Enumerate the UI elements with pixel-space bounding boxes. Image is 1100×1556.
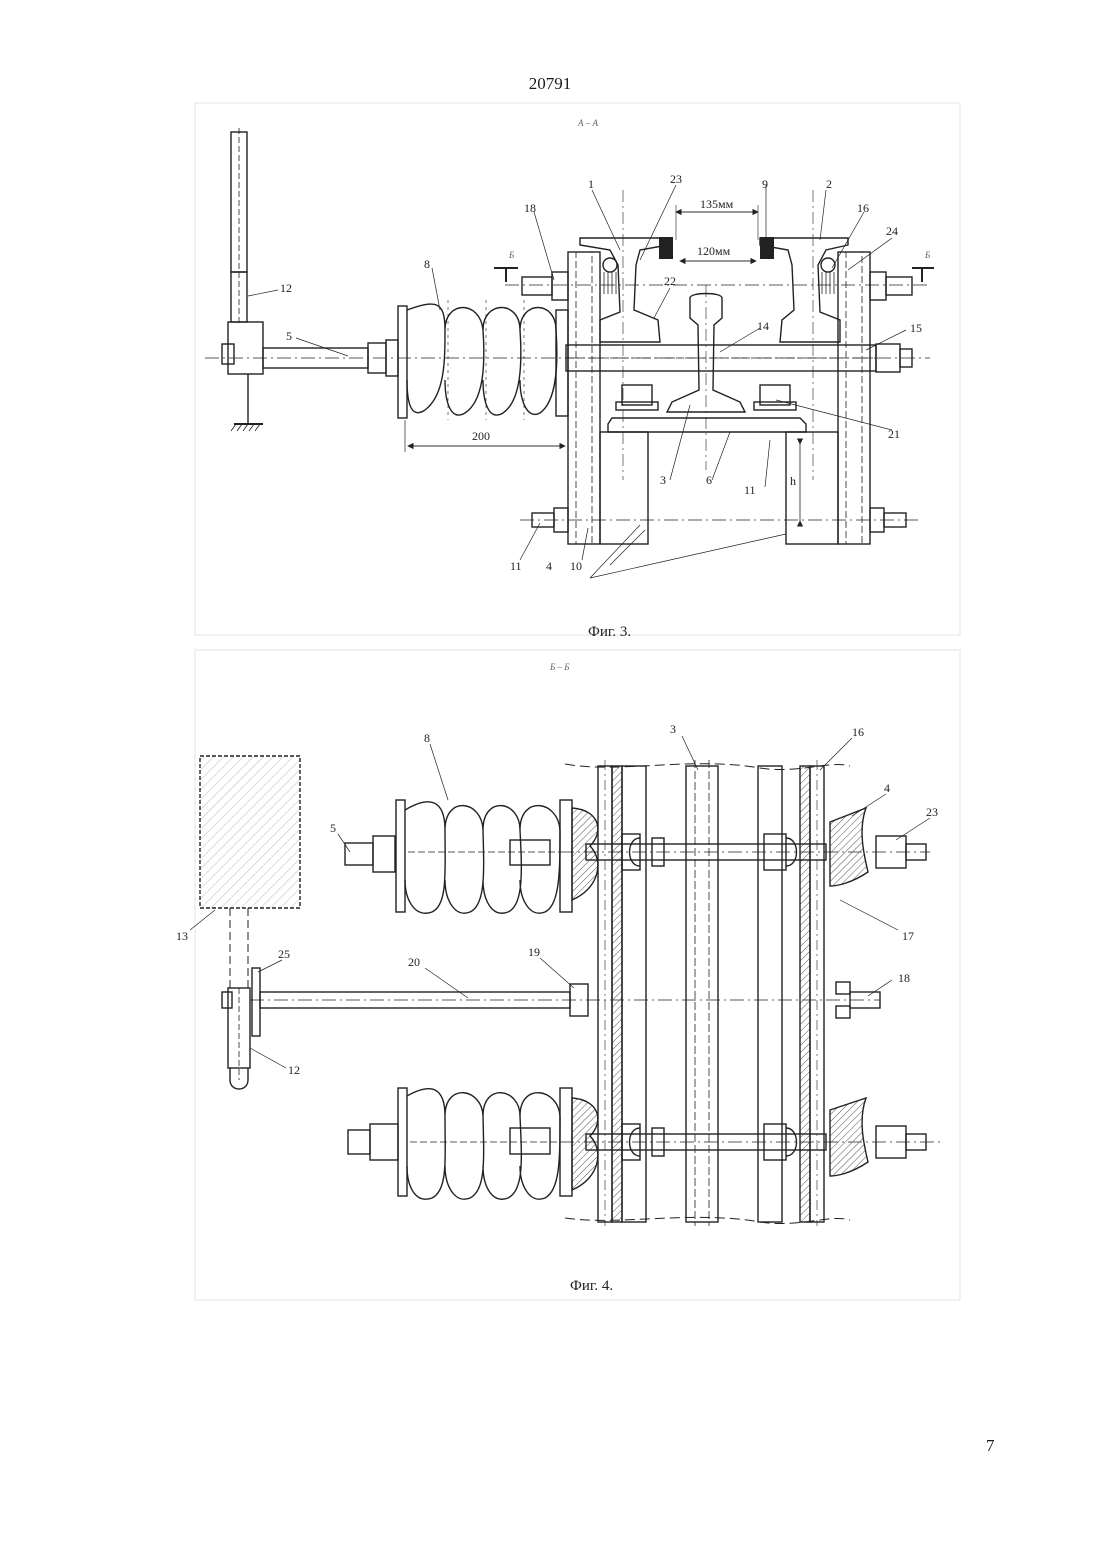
fig4-label-17: 17 [902,929,914,943]
fig3-label-9: 9 [762,177,768,191]
fig4-label-13: 13 [176,929,188,943]
fig3-rail-3 [667,285,745,470]
fig4-label-18: 18 [898,971,910,985]
fig3-label-3: 3 [660,473,666,487]
fig3-dim-120: 120мм [697,244,731,258]
fig3-label-21: 21 [888,427,900,441]
fig3-dim-135: 135мм [700,197,734,211]
fig4-label-19: 19 [528,945,540,959]
fig4-label-8: 8 [424,731,430,745]
fig4-label-12: 12 [288,1063,300,1077]
fig3-label-18: 18 [524,201,536,215]
fig3-rail-1 [580,190,673,480]
fig4-label-23: 23 [926,805,938,819]
fig3-dim-200: 200 [472,429,490,443]
fig4-label-4: 4 [884,781,890,795]
fig3-rail-2 [760,190,848,480]
fig3-label-11-left: 11 [510,559,522,573]
fig3-label-5: 5 [286,329,292,343]
fig3-label-15: 15 [910,321,922,335]
fig3-section-mark: А – А [577,118,598,128]
fig3-label-8: 8 [424,257,430,271]
fig3-label-22: 22 [664,274,676,288]
fig3-label-2: 2 [826,177,832,191]
fig3-label-4: 4 [546,559,552,573]
fig3-dim-h: h [790,474,796,488]
figure-3: А – А 200 [205,118,934,640]
fig3-label-1: 1 [588,177,594,191]
page-number: 7 [986,1436,995,1456]
fig4-label-5: 5 [330,821,336,835]
fig3-label-23: 23 [670,172,682,186]
fig3-label-6: 6 [706,473,712,487]
fig4-spring-upper [345,800,598,913]
fig3-label-10: 10 [570,559,582,573]
fig3-label-12: 12 [280,281,292,295]
fig3-lever-12 [222,128,263,431]
fig3-cut-marker-left: Б [508,250,515,260]
fig4-label-3: 3 [670,722,676,736]
fig4-label-20: 20 [408,955,420,969]
fig3-label-11-right: 11 [744,483,756,497]
fig4-label-25: 25 [278,947,290,961]
figure-4: Б – Б [176,662,940,1294]
fig4-label-16: 16 [852,725,864,739]
fig3-caption: Фиг. 3. [588,624,631,640]
fig3-label-16: 16 [857,201,869,215]
fig3-label-14: 14 [757,319,769,333]
fig4-spring-lower [348,1088,598,1199]
fig3-spring-8 [398,300,568,420]
fig4-section-mark: Б – Б [549,662,570,672]
fig3-cut-marker-right: Б [924,250,931,260]
fig4-caption: Фиг. 4. [570,1278,613,1294]
fig3-label-24: 24 [886,224,898,238]
